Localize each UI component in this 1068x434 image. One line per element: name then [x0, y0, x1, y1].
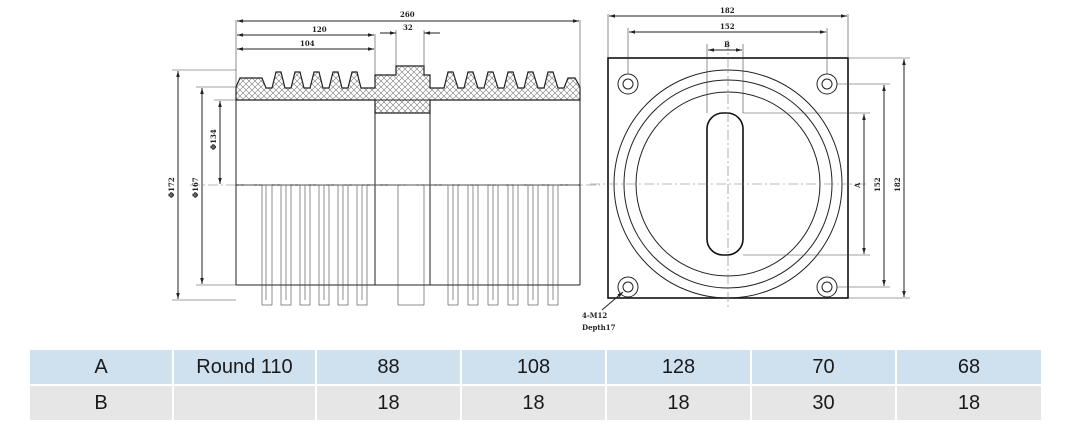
table-cell: 30: [751, 384, 897, 420]
table-row: A Round 110 88 108 128 70 68: [30, 350, 1043, 385]
side-view-lower-fins: [261, 184, 559, 306]
dim-front-hole-pitch: 152: [720, 22, 735, 31]
dim-center-width: 32: [403, 23, 413, 32]
table-cell: [173, 384, 317, 420]
row-label: A: [30, 350, 174, 385]
table-cell: 88: [316, 350, 462, 385]
side-view-center-block: [374, 112, 431, 286]
side-view: 260 120 104 32 Φ172 Φ167 Φ134: [167, 10, 600, 306]
table-cell: 18: [461, 384, 607, 420]
hole-note: 4-M12: [582, 311, 607, 320]
dim-front-height: 182: [893, 177, 902, 192]
mounting-holes: [617, 73, 838, 298]
front-view: 182 152 B 182 152 A 4-M12 Depth17: [582, 6, 910, 332]
table-cell: 18: [896, 384, 1043, 420]
depth-note: Depth17: [582, 323, 616, 332]
dim-dia-mid: Φ167: [191, 177, 200, 198]
dim-slot-width: B: [724, 40, 730, 49]
table-cell: Round 110: [173, 350, 317, 385]
table-row: B 18 18 18 30 18: [30, 384, 1043, 420]
dim-inner-length: 104: [300, 39, 315, 48]
dim-slot-length: A: [853, 182, 862, 189]
row-label: B: [30, 384, 174, 420]
technical-drawing: 260 120 104 32 Φ172 Φ167 Φ134: [167, 6, 910, 332]
side-view-hatched-section: [235, 65, 581, 114]
dim-half-length: 120: [312, 25, 327, 34]
dim-front-hole-pitch-vertical: 152: [873, 177, 882, 192]
table-cell: 18: [316, 384, 462, 420]
dim-dia-outer: Φ172: [167, 177, 176, 198]
table-cell: 68: [896, 350, 1043, 385]
table-cell: 70: [751, 350, 897, 385]
dim-dia-inner: Φ134: [209, 129, 218, 150]
dim-front-width: 182: [720, 6, 735, 15]
table-cell: 128: [606, 350, 752, 385]
table-cell: 108: [461, 350, 607, 385]
dim-overall-length: 260: [400, 10, 415, 19]
spec-table: A Round 110 88 108 128 70 68 B 18 18 18 …: [30, 350, 1043, 420]
table-cell: 18: [606, 384, 752, 420]
